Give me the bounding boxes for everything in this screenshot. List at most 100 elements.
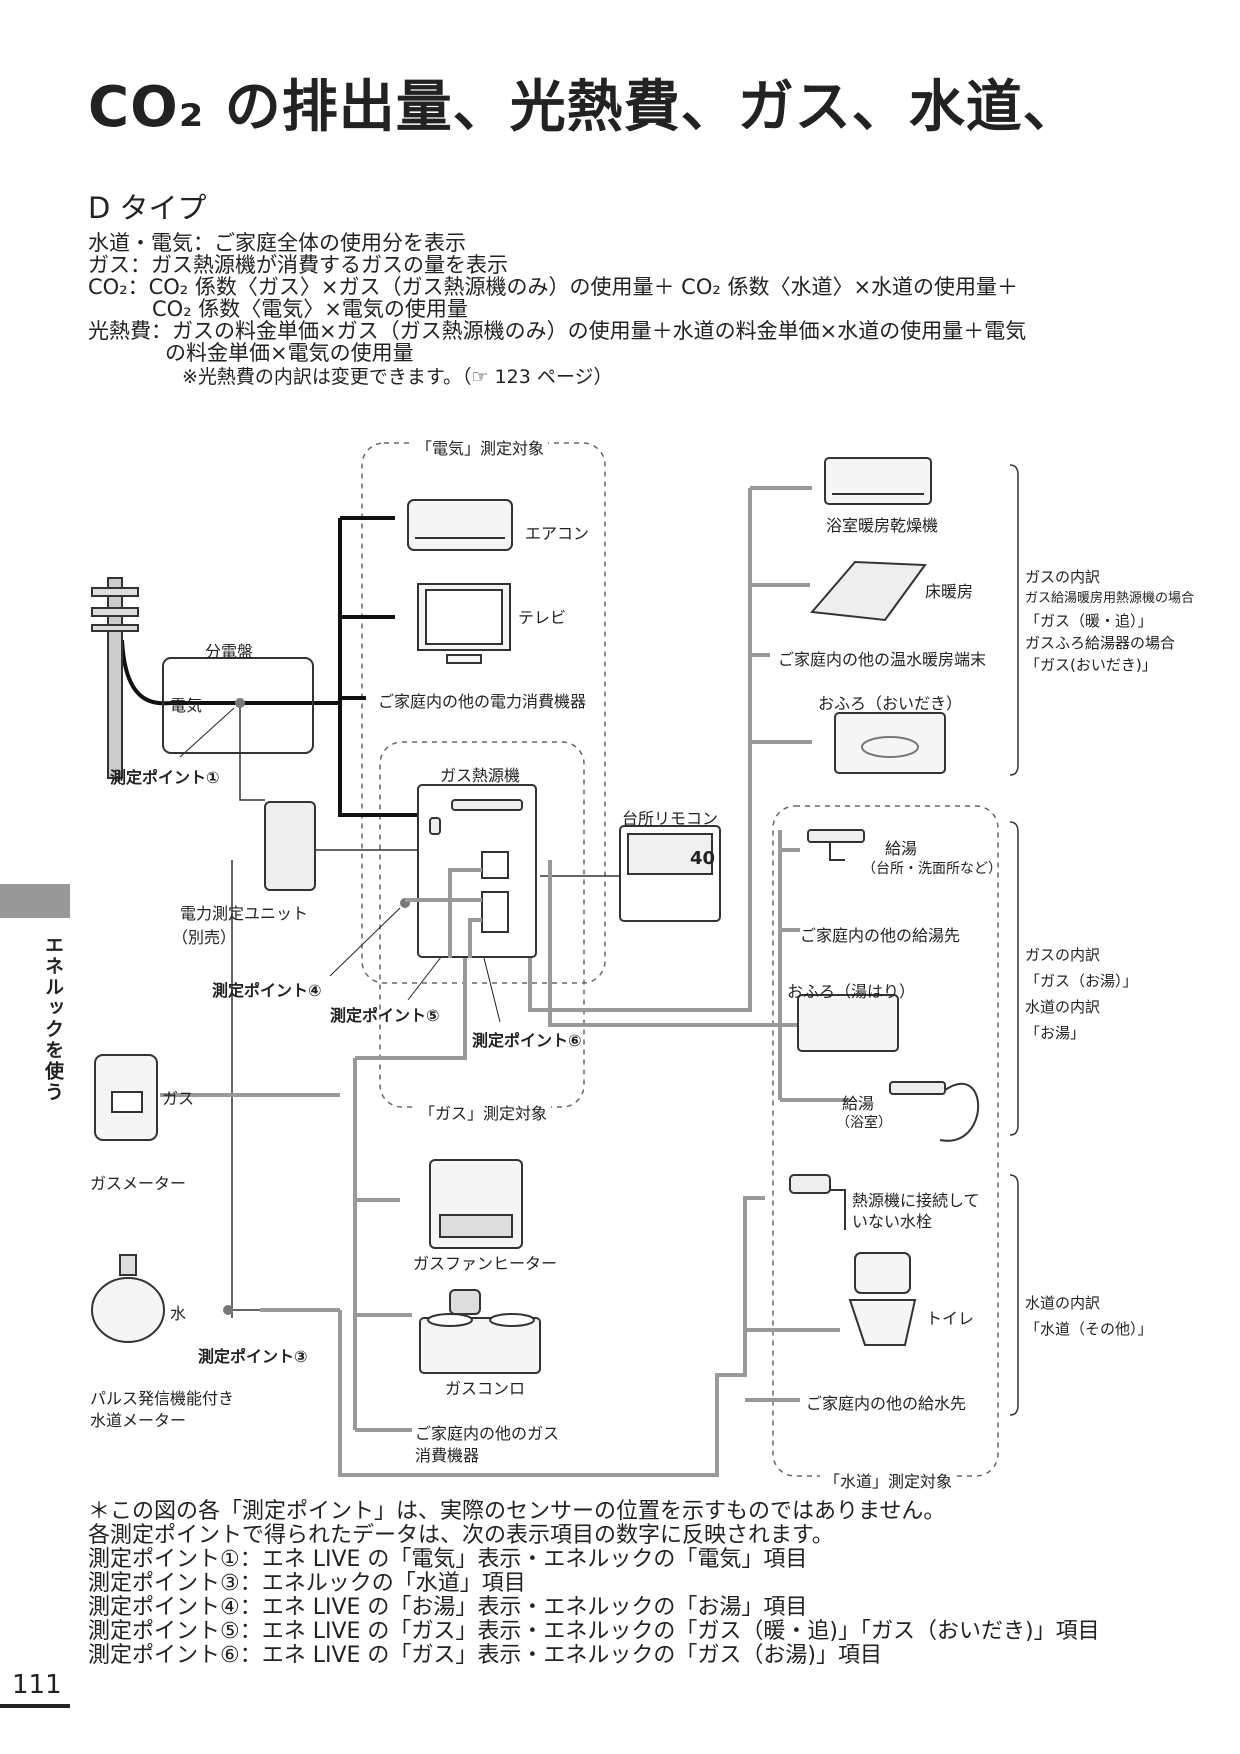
bracket1-text: ガスの内訳 ガス給湯暖房用熱源機の場合 「ガス（暖・追）」 ガスふろ給湯器の場合… — [1025, 566, 1194, 676]
def-cost-line1: 光熱費：ガスの料金単価×ガス（ガス熱源機のみ）の使用量＋水道の料金単価×水道の使… — [88, 319, 1027, 343]
point1-label: 測定ポイント① — [110, 768, 220, 787]
electricity-label: 電気 — [170, 696, 203, 715]
faucet-icon — [807, 829, 865, 861]
heat-source-pipes — [405, 868, 482, 958]
page-title: CO₂ の排出量、光熱費、ガス、水道、 — [88, 75, 1080, 140]
footer-line2: 各測定ポイントで得られたデータは、次の表示項目の数字に反映されます。 — [88, 1523, 834, 1548]
bracket2-line1: ガスの内訳 — [1025, 946, 1101, 964]
footer-notes: ＊この図の各「測定ポイント」は、実際のセンサーの位置を示すものではありません。 … — [88, 1500, 1100, 1668]
aircon-label: エアコン — [525, 524, 590, 543]
remote-temp: 40 — [690, 848, 716, 869]
def-water-elec: 水道・電気：ご家庭全体の使用分を表示 — [88, 231, 466, 255]
elec-group-outline — [361, 442, 606, 984]
bath-fill-label: おふろ（湯はり） — [787, 982, 916, 1001]
tv-icon — [417, 583, 511, 664]
point3-dot — [223, 1305, 233, 1315]
definitions: 水道・電気：ご家庭全体の使用分を表示 ガス：ガス熱源機が消費するガスの量を表示 … — [88, 232, 1026, 388]
hot-water-supply-note: （台所・洗面所など） — [862, 861, 1002, 877]
page-number: 111 — [12, 1670, 62, 1700]
bath-dryer-label: 浴室暖房乾燥機 — [826, 516, 939, 535]
bracket2-line4: 「お湯」 — [1025, 1024, 1086, 1042]
utility-pole-icon — [91, 577, 139, 779]
footer-line6: 測定ポイント⑤：エネ LIVE の「ガス」表示・エネルックの「ガス（暖・追)」「… — [88, 1619, 1100, 1644]
side-section-label: エネルックを使う — [42, 935, 64, 1103]
footer-line3: 測定ポイント①：エネ LIVE の「電気」表示・エネルックの「電気」項目 — [88, 1547, 808, 1572]
bracket3-line1: 水道の内訳 — [1025, 1294, 1101, 1312]
bracket1-line5: 「ガス(おいだき)」 — [1025, 656, 1157, 674]
page-number-rule — [0, 1704, 70, 1708]
footer-line1: ＊この図の各「測定ポイント」は、実際のセンサーの位置を示すものではありません。 — [88, 1499, 946, 1524]
water-group-label: 「水道」測定対象 — [820, 1468, 957, 1492]
toilet-label: トイレ — [926, 1309, 975, 1328]
side-tab-marker — [0, 884, 70, 918]
water-meter-icon — [91, 1254, 165, 1343]
gas-stove-label: ガスコンロ — [445, 1379, 526, 1398]
thin-lines — [230, 703, 620, 1318]
fan-heater-label: ガスファンヒーター — [413, 1254, 558, 1273]
bracket1-line1: ガスの内訳 — [1025, 568, 1101, 586]
pipes — [160, 486, 850, 1477]
power-unit-note: （別売） — [172, 928, 237, 947]
other-elec-label: ご家庭内の他の電力消費機器 — [378, 692, 587, 711]
kitchen-remote-icon — [619, 825, 721, 922]
other-gas-label-1: ご家庭内の他のガス — [415, 1424, 560, 1443]
water-label: 水 — [170, 1304, 187, 1323]
aircon-icon — [407, 499, 513, 551]
hot-water-supply-label: 給湯 — [885, 839, 918, 858]
bracket2-line3: 水道の内訳 — [1025, 998, 1101, 1016]
type-heading: D タイプ — [88, 191, 207, 225]
bracket2-line2: 「ガス（お湯）」 — [1025, 972, 1138, 990]
other-hot-water-label: ご家庭内の他の給湯先 — [800, 926, 961, 945]
elec-group-label: 「電気」測定対象 — [412, 435, 549, 459]
power-unit-label: 電力測定ユニット — [180, 904, 309, 923]
bracket1-line4: ガスふろ給湯器の場合 — [1025, 634, 1176, 652]
fan-heater-icon — [429, 1159, 523, 1249]
water-meter-label-1: パルス発信機能付き — [90, 1389, 235, 1408]
def-co2-line2: CO₂ 係数〈電気〉×電気の使用量 — [152, 297, 468, 321]
gas-group-label: 「ガス」測定対象 — [415, 1100, 552, 1124]
bath-supply-label: 給湯 — [842, 1094, 875, 1113]
bath-supply-note: （浴室） — [836, 1115, 892, 1131]
other-heating-label: ご家庭内の他の温水暖房端末 — [778, 650, 987, 669]
bracket2-text: ガスの内訳 「ガス（お湯）」 水道の内訳 「お湯」 — [1025, 942, 1138, 1046]
bath-reheat-label: おふろ（おいだき） — [818, 694, 963, 713]
tap-label-2: いない水栓 — [852, 1212, 933, 1231]
kitchen-remote-label: 台所リモコン — [622, 809, 719, 828]
toilet-icon — [848, 1252, 917, 1346]
bath-reheat-icon — [834, 712, 946, 774]
bracket1-line2: ガス給湯暖房用熱源機の場合 — [1025, 591, 1195, 606]
shower-icon — [889, 1081, 980, 1142]
def-co2-line1: CO₂：CO₂ 係数〈ガス〉×ガス（ガス熱源機のみ）の使用量＋ CO₂ 係数〈水… — [88, 275, 1019, 299]
bracket1-line3: 「ガス（暖・追）」 — [1025, 612, 1153, 630]
def-cost-line2: の料金単価×電気の使用量 — [165, 341, 414, 365]
def-gas: ガス：ガス熱源機が消費するガスの量を表示 — [88, 253, 508, 277]
point6-label: 測定ポイント⑥ — [472, 1031, 582, 1050]
tap-label-1: 熱源機に接続して — [852, 1191, 980, 1210]
right-brackets — [1009, 464, 1019, 1416]
gas-label: ガス — [162, 1089, 195, 1108]
point4-label: 測定ポイント④ — [212, 981, 322, 1000]
point5-label: 測定ポイント⑤ — [330, 1006, 440, 1025]
floor-heating-label: 床暖房 — [925, 582, 974, 601]
gas-group-outline — [379, 741, 585, 1108]
gas-meter-label: ガスメーター — [90, 1174, 187, 1193]
footer-line5: 測定ポイント④：エネ LIVE の「お湯」表示・エネルックの「お湯」項目 — [88, 1595, 808, 1620]
elec-wiring — [120, 516, 420, 817]
point1-dot — [235, 698, 245, 708]
other-gas-label-2: 消費機器 — [415, 1446, 480, 1465]
bracket3-text: 水道の内訳 「水道（その他）」 — [1025, 1290, 1153, 1342]
point3-label: 測定ポイント③ — [198, 1347, 308, 1366]
footer-line7: 測定ポイント⑥：エネ LIVE の「ガス」表示・エネルックの「ガス（お湯)」項目 — [88, 1643, 882, 1668]
water-meter-label-2: 水道メーター — [90, 1411, 187, 1430]
bracket3-line2: 「水道（その他）」 — [1025, 1320, 1153, 1338]
floor-heating-icon — [810, 560, 927, 622]
footer-line4: 測定ポイント③：エネルックの「水道」項目 — [88, 1571, 526, 1596]
gas-stove-icon — [419, 1289, 541, 1374]
water-group-outline — [772, 805, 999, 1477]
heat-source-label: ガス熱源機 — [440, 766, 521, 785]
bath-fill-icon — [797, 994, 899, 1052]
distribution-board-label: 分電盤 — [205, 642, 254, 661]
other-water-label: ご家庭内の他の給水先 — [806, 1394, 967, 1413]
tv-label: テレビ — [518, 608, 567, 627]
